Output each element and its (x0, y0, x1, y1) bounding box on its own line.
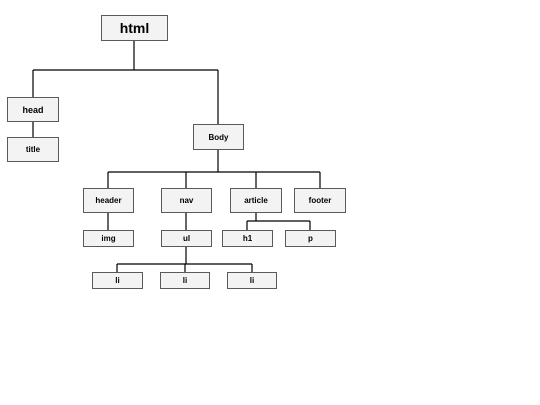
node-h1-label: h1 (242, 234, 253, 243)
node-nav: nav (161, 188, 212, 213)
node-head-label: head (22, 104, 44, 115)
node-html: html (101, 15, 168, 41)
node-footer: footer (294, 188, 346, 213)
node-ul-label: ul (182, 234, 191, 243)
node-body: Body (193, 124, 244, 150)
node-li-label: li (182, 276, 188, 285)
node-li: li (92, 272, 143, 289)
node-html-label: html (119, 20, 150, 36)
node-article: article (230, 188, 282, 213)
node-li: li (227, 272, 277, 289)
node-body-label: Body (208, 132, 229, 142)
node-li: li (160, 272, 210, 289)
node-footer-label: footer (308, 196, 332, 205)
node-header-label: header (95, 196, 122, 205)
node-head: head (7, 97, 59, 122)
node-img: img (83, 230, 134, 247)
node-p: p (285, 230, 336, 247)
node-p-label: p (308, 234, 313, 243)
node-nav-label: nav (179, 196, 194, 205)
node-ul: ul (161, 230, 212, 247)
node-title: title (7, 137, 59, 162)
node-img-label: img (101, 234, 116, 243)
node-header: header (83, 188, 134, 213)
node-title-label: title (25, 145, 41, 154)
node-article-label: article (244, 196, 268, 205)
node-h1: h1 (222, 230, 273, 247)
node-li-label: li (249, 276, 255, 285)
node-li-label: li (115, 276, 120, 285)
